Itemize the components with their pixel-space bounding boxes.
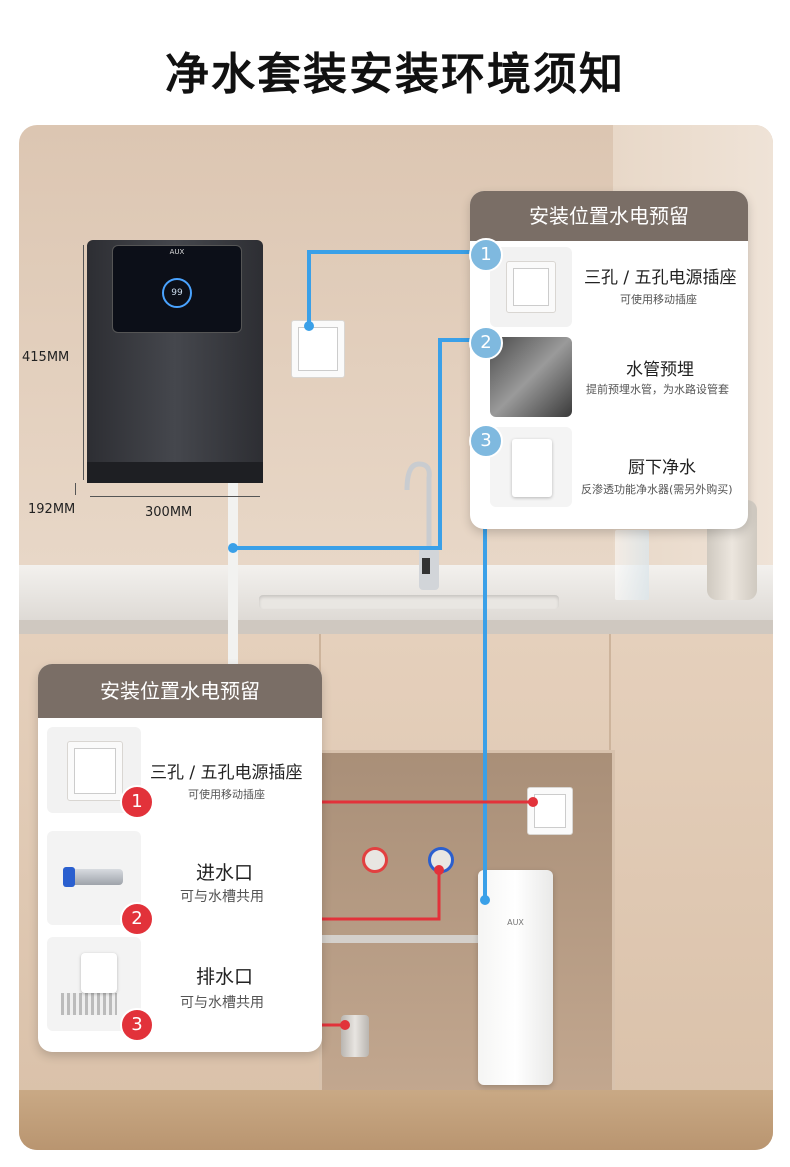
top-item-2-subtitle: 提前预埋水管，为水路设管套 [586, 383, 729, 396]
bottom-item-3-title: 排水口 [196, 966, 254, 988]
bottom-item-3-subtitle: 可与水槽共用 [180, 995, 264, 1011]
top-panel: 安装位置水电预留 三孔 / 五孔电源插座 可使用移动插座 水管预埋 提前预埋水管… [470, 191, 748, 529]
height-label: 415MM [22, 350, 70, 365]
pipe-thumbnail [490, 337, 572, 417]
top-item-1-title: 三孔 / 五孔电源插座 [584, 268, 737, 288]
hot-water-valve [362, 847, 388, 873]
cabinet-socket [527, 787, 573, 835]
faucet [404, 461, 439, 590]
bottom-item-1-title: 三孔 / 五孔电源插座 [150, 763, 303, 783]
under-sink-pipe [319, 935, 499, 943]
bottom-panel: 安装位置水电预留 三孔 / 五孔电源插座 可使用移动插座 进水口 可与水槽共用 … [38, 664, 322, 1052]
top-item-3-subtitle: 反渗透功能净水器(需另外购买) [581, 483, 733, 496]
blue-line-2 [233, 338, 485, 550]
glass [615, 530, 649, 600]
top-badge-3: 3 [469, 424, 503, 458]
socket-icon [506, 261, 556, 313]
wall-socket [291, 320, 345, 378]
depth-dimension-line [75, 483, 76, 495]
top-badge-2: 2 [469, 326, 503, 360]
bottom-panel-title: 安装位置水电预留 [38, 664, 322, 718]
purifier-display: AUX 99 [112, 245, 242, 333]
red-junction [528, 797, 538, 807]
countertop-edge [19, 620, 773, 634]
purifier-logo: AUX [169, 248, 185, 256]
width-dimension-line [90, 496, 260, 497]
bottom-item-1-subtitle: 可使用移动插座 [188, 788, 265, 801]
drip-tray [87, 462, 263, 483]
socket-thumbnail [490, 247, 572, 327]
under-sink-logo: AUX [507, 918, 524, 927]
under-sink-thumbnail [490, 427, 572, 507]
height-dimension-line [83, 245, 84, 480]
purifier-readout: 99 [162, 278, 192, 308]
bottom-badge-3: 3 [120, 1008, 154, 1042]
top-badge-1: 1 [469, 238, 503, 272]
bottom-item-2-subtitle: 可与水槽共用 [180, 889, 264, 905]
red-junction [340, 1020, 350, 1030]
top-panel-title: 安装位置水电预留 [470, 191, 748, 241]
blue-junction [480, 895, 490, 905]
blue-line-1 [307, 250, 485, 326]
socket-icon [67, 741, 123, 801]
bottom-badge-2: 2 [120, 902, 154, 936]
bottom-item-2-title: 进水口 [196, 862, 254, 884]
under-sink-purifier: AUX [478, 870, 553, 1085]
depth-label: 192MM [28, 502, 76, 517]
floor [19, 1090, 773, 1150]
water-pipe [228, 483, 238, 783]
blue-junction [304, 321, 314, 331]
top-item-1-subtitle: 可使用移动插座 [620, 293, 697, 306]
bottom-badge-1: 1 [120, 785, 154, 819]
blue-junction [228, 543, 238, 553]
page-title: 净水套装安装环境须知 [165, 49, 625, 100]
top-item-3-title: 厨下净水 [628, 458, 696, 478]
wall-mounted-purifier: AUX 99 [87, 240, 263, 483]
red-junction [434, 865, 444, 875]
width-label: 300MM [145, 505, 193, 520]
top-item-2-title: 水管预埋 [626, 360, 694, 380]
